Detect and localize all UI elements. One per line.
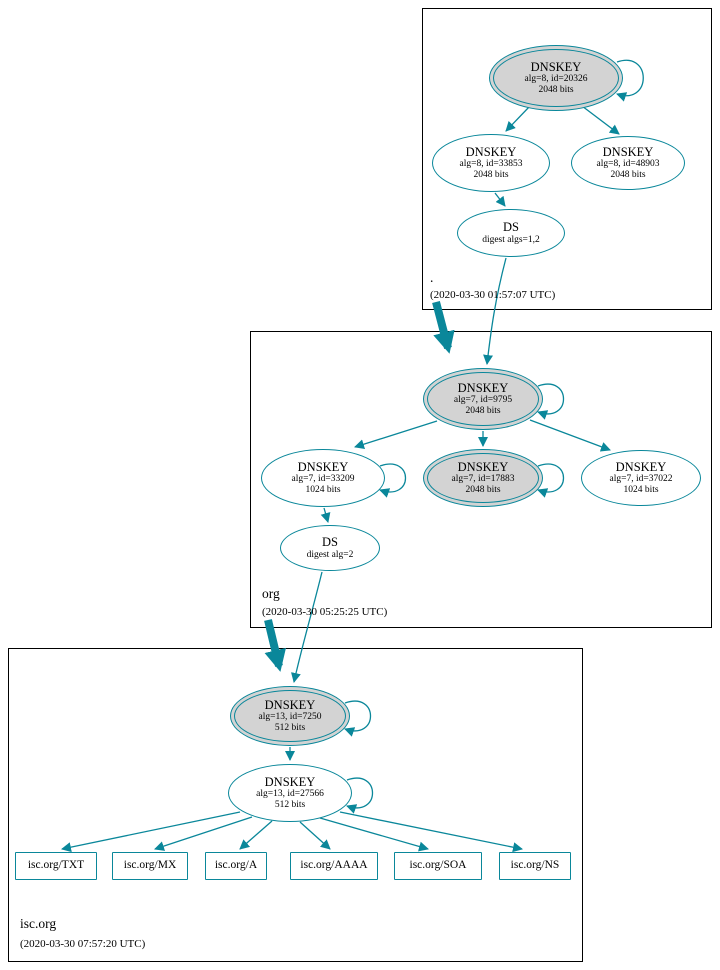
dnskey-detail: alg=8, id=48903 (596, 159, 660, 170)
ds-org: DS digest alg=2 (280, 525, 380, 571)
dnskey-title: DNSKEY (457, 459, 509, 474)
dnskey-detail: alg=7, id=33209 (291, 474, 355, 485)
dnskey-detail: 2048 bits (465, 485, 501, 496)
zone-timestamp-org: (2020-03-30 05:25:25 UTC) (262, 606, 388, 618)
zone-name-iscorg: isc.org (20, 916, 57, 931)
ds-title: DS (503, 220, 519, 235)
dnskey-detail: alg=7, id=37022 (609, 474, 673, 485)
dnskey-org-ksk-9795: DNSKEY alg=7, id=9795 2048 bits (423, 368, 543, 430)
dnskey-org-zsk-37022: DNSKEY alg=7, id=37022 1024 bits (581, 450, 701, 506)
dnskey-iscorg-ksk-7250: DNSKEY alg=13, id=7250 512 bits (230, 686, 350, 746)
dnskey-title: DNSKEY (264, 697, 316, 712)
rrset-iscorg-ns: isc.org/NS (499, 852, 571, 880)
dnskey-title: DNSKEY (465, 144, 517, 159)
dnskey-org-zsk-33209: DNSKEY alg=7, id=33209 1024 bits (261, 449, 385, 507)
dnskey-title: DNSKEY (297, 459, 349, 474)
rrset-label: isc.org/NS (510, 859, 560, 872)
dnskey-root-zsk-33853: DNSKEY alg=8, id=33853 2048 bits (432, 134, 550, 192)
zone-box-root (422, 8, 712, 310)
dnskey-detail: 512 bits (274, 723, 306, 734)
rrset-iscorg-txt: isc.org/TXT (15, 852, 97, 880)
rrset-iscorg-mx: isc.org/MX (112, 852, 188, 880)
dnskey-detail: alg=13, id=7250 (258, 712, 322, 723)
rrset-iscorg-soa: isc.org/SOA (394, 852, 482, 880)
ds-root: DS digest algs=1,2 (457, 209, 565, 257)
dnskey-detail: 2048 bits (465, 406, 501, 417)
rrset-label: isc.org/SOA (409, 859, 467, 872)
zone-timestamp-root: (2020-03-30 01:57:07 UTC) (430, 289, 556, 301)
ds-detail: digest alg=2 (306, 549, 354, 560)
dnskey-detail: 2048 bits (473, 170, 509, 181)
dnskey-detail: alg=7, id=9795 (453, 395, 513, 406)
zone-name-root: . (430, 270, 434, 285)
dnskey-detail: alg=8, id=33853 (459, 159, 523, 170)
dnskey-detail: 1024 bits (623, 485, 659, 496)
rrset-label: isc.org/MX (123, 859, 177, 872)
dnskey-detail: 2048 bits (538, 85, 574, 96)
dnskey-title: DNSKEY (264, 774, 316, 789)
rrset-label: isc.org/AAAA (300, 859, 368, 872)
dnskey-iscorg-zsk-27566: DNSKEY alg=13, id=27566 512 bits (228, 764, 352, 822)
dnskey-org-ksk-17883: DNSKEY alg=7, id=17883 2048 bits (423, 449, 543, 507)
dnskey-detail: 2048 bits (610, 170, 646, 181)
dnskey-detail: alg=7, id=17883 (451, 474, 515, 485)
dnskey-title: DNSKEY (602, 144, 654, 159)
rrset-label: isc.org/A (214, 859, 258, 872)
zone-name-org: org (262, 586, 280, 601)
dnskey-detail: alg=8, id=20326 (524, 74, 588, 85)
rrset-label: isc.org/TXT (27, 859, 85, 872)
dnskey-title: DNSKEY (615, 459, 667, 474)
dnskey-detail: 512 bits (274, 800, 306, 811)
dnskey-title: DNSKEY (457, 380, 509, 395)
ds-title: DS (322, 535, 338, 550)
dnskey-root-zsk-48903: DNSKEY alg=8, id=48903 2048 bits (571, 136, 685, 190)
dnskey-detail: alg=13, id=27566 (256, 789, 324, 800)
ds-detail: digest algs=1,2 (482, 234, 540, 245)
zone-timestamp-iscorg: (2020-03-30 07:57:20 UTC) (20, 938, 146, 950)
zone-box-org (250, 331, 712, 628)
rrset-iscorg-aaaa: isc.org/AAAA (290, 852, 378, 880)
rrset-iscorg-a: isc.org/A (205, 852, 267, 880)
dnskey-title: DNSKEY (530, 59, 582, 74)
dnskey-detail: 1024 bits (305, 485, 341, 496)
dnskey-root-ksk-20326: DNSKEY alg=8, id=20326 2048 bits (489, 45, 623, 111)
